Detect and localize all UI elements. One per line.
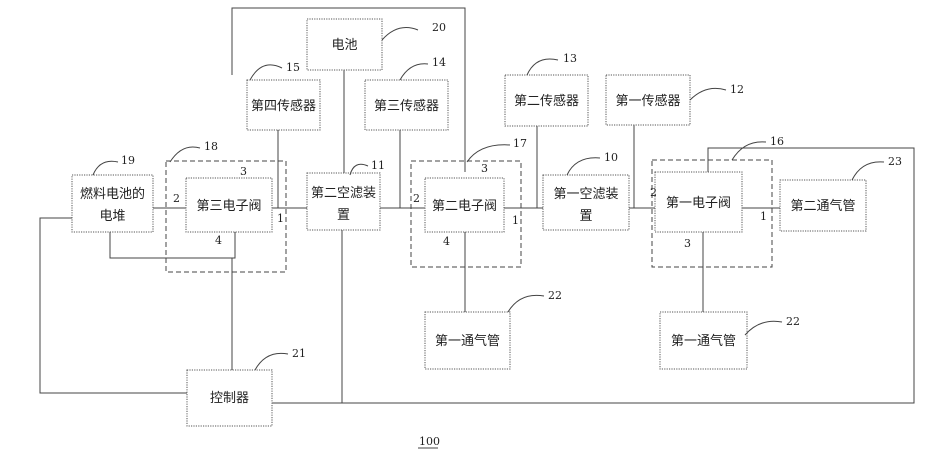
- leader-13: [527, 59, 558, 75]
- second-air-filter-label-line2: 置: [337, 208, 350, 223]
- leader-12: [690, 88, 726, 100]
- first-sensor-box: 第一传感器: [606, 75, 690, 125]
- ref-10: 10: [604, 151, 618, 164]
- first-electronic-valve-box: 第一电子阀: [655, 172, 742, 232]
- battery-label: 电池: [331, 38, 357, 53]
- leader-14: [400, 64, 428, 80]
- second-air-filter-label-line1: 第二空滤装: [311, 186, 376, 201]
- ref-11: 11: [371, 159, 385, 172]
- second-valve-label: 第二电子阀: [432, 199, 497, 214]
- leader-10: [567, 158, 600, 175]
- leader-16: [732, 142, 766, 160]
- third-electronic-valve-box: 第三电子阀: [186, 178, 272, 232]
- ref-21: 21: [292, 347, 306, 360]
- leader-21: [255, 353, 288, 370]
- ref-20: 20: [432, 21, 446, 34]
- ref-22b: 22: [786, 315, 800, 328]
- leader-19: [93, 161, 118, 175]
- first-vent-pipe-box-b: 第一通气管: [660, 312, 747, 369]
- controller-box: 控制器: [187, 370, 272, 426]
- second-sensor-label: 第二传感器: [514, 93, 579, 109]
- ref-13: 13: [563, 52, 577, 65]
- ref-19: 19: [121, 154, 135, 167]
- ref-18: 18: [204, 140, 218, 153]
- port-v2-3: 3: [481, 162, 488, 175]
- ref-15: 15: [286, 61, 300, 74]
- ref-23: 23: [888, 155, 902, 168]
- fuel-cell-stack-label-line2: 电堆: [99, 209, 125, 224]
- third-sensor-box: 第三传感器: [365, 80, 448, 130]
- second-vent-pipe-box: 第二通气管: [780, 180, 866, 231]
- port-v1-1: 1: [760, 210, 767, 223]
- port-v1-3: 3: [684, 237, 691, 250]
- first-air-filter-label-line2: 置: [579, 209, 592, 224]
- second-vent-pipe-label: 第二通气管: [790, 198, 855, 214]
- first-vent-pipe-box-a: 第一通气管: [425, 312, 510, 369]
- port-v2-4: 4: [443, 235, 450, 248]
- port-v2-2: 2: [413, 192, 420, 205]
- first-vent-pipe-b-label: 第一通气管: [671, 333, 736, 349]
- fuel-cell-stack-label-line1: 燃料电池的: [80, 186, 145, 202]
- ref-14: 14: [432, 56, 446, 69]
- leader-15: [250, 65, 282, 80]
- port-v3-4: 4: [215, 234, 222, 247]
- wire-left-loop: [40, 218, 187, 393]
- leader-17: [467, 145, 510, 162]
- port-v3-3: 3: [240, 165, 247, 178]
- controller-label: 控制器: [210, 391, 249, 406]
- fourth-sensor-label: 第四传感器: [251, 98, 316, 114]
- leader-18: [170, 147, 200, 162]
- port-v3-2: 2: [173, 192, 180, 205]
- fuel-cell-stack-box: 燃料电池的 电堆: [72, 175, 153, 232]
- fourth-sensor-box: 第四传感器: [247, 80, 320, 130]
- battery-box: 电池: [307, 19, 382, 70]
- first-air-filter-label-line1: 第一空滤装: [553, 187, 618, 202]
- second-air-filter-box: 第二空滤装 置: [307, 173, 380, 230]
- ref-17: 17: [513, 137, 527, 150]
- third-valve-label: 第三电子阀: [196, 199, 261, 214]
- ref-16: 16: [770, 135, 784, 148]
- figure-number: 100: [419, 435, 440, 448]
- leader-22b: [745, 321, 782, 335]
- leader-22a: [508, 295, 544, 312]
- leader-20: [382, 28, 418, 40]
- first-sensor-label: 第一传感器: [615, 93, 680, 109]
- second-electronic-valve-box: 第二电子阀: [425, 178, 504, 232]
- leader-23: [852, 162, 884, 180]
- ref-22a: 22: [548, 289, 562, 302]
- second-sensor-box: 第二传感器: [505, 75, 588, 126]
- first-vent-pipe-a-label: 第一通气管: [435, 333, 500, 349]
- ref-12: 12: [730, 83, 744, 96]
- port-v3-1: 1: [277, 212, 284, 225]
- port-v2-1: 1: [512, 214, 519, 227]
- first-valve-label: 第一电子阀: [666, 196, 731, 211]
- port-v1-2: 2: [650, 186, 657, 199]
- third-sensor-label: 第三传感器: [374, 98, 439, 114]
- first-air-filter-box: 第一空滤装 置: [543, 175, 629, 230]
